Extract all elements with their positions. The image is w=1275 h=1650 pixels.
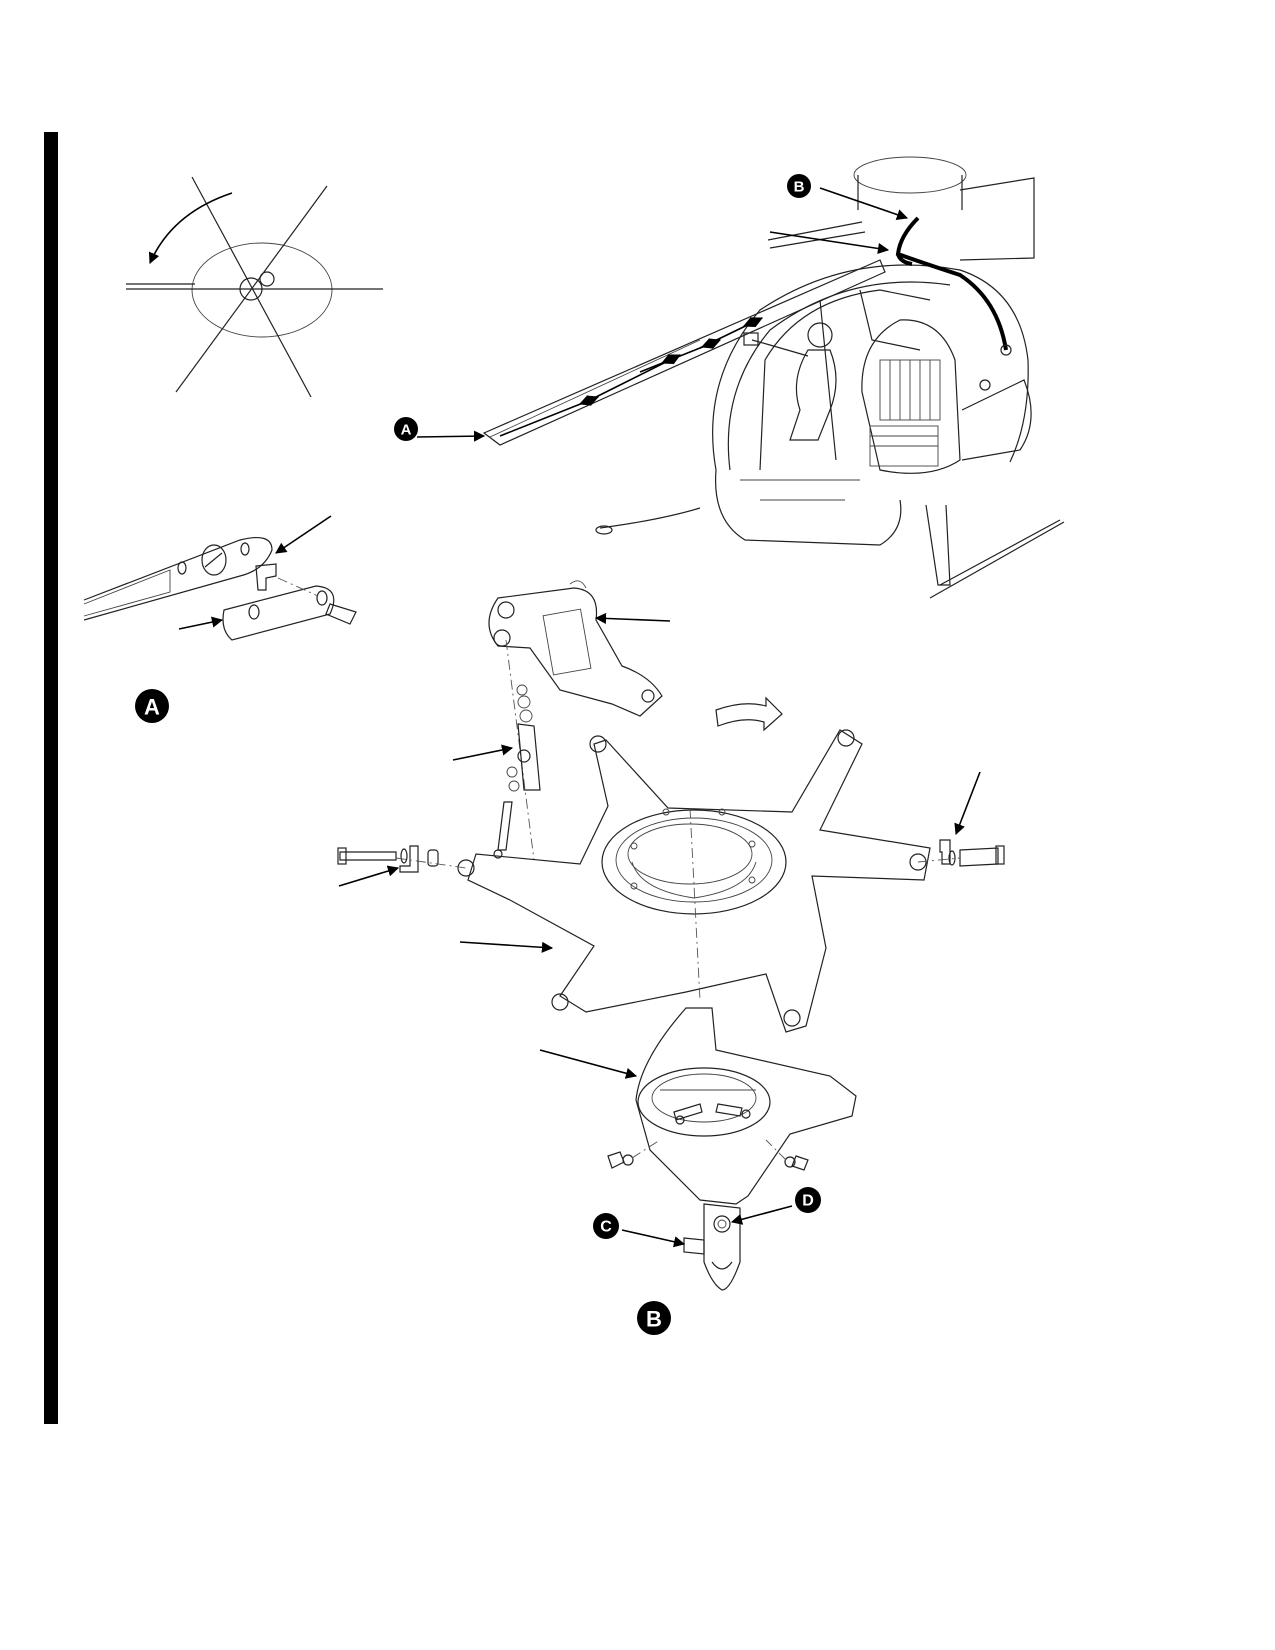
callout-b-main: B <box>787 174 811 198</box>
svg-text:D: D <box>802 1193 814 1210</box>
swashplate-star <box>467 729 931 1033</box>
svg-text:A: A <box>401 422 412 439</box>
svg-text:A: A <box>144 695 160 720</box>
svg-text:B: B <box>794 179 805 196</box>
cyclic-grip <box>743 332 759 346</box>
pilot-body <box>789 349 837 441</box>
blade-tip-detail <box>83 515 357 641</box>
tip-screw <box>325 603 357 625</box>
rotation-arrow <box>715 696 783 732</box>
helicopter-view <box>416 156 1065 599</box>
scissors-bracket <box>488 587 663 717</box>
drive-link <box>517 723 541 791</box>
callout-d: D <box>795 1187 821 1213</box>
callout-b-detail: B <box>637 1301 671 1335</box>
svg-text:B: B <box>646 1307 662 1332</box>
left-tab <box>399 845 419 873</box>
right-tab <box>939 839 951 865</box>
swashplate-housing <box>635 1007 857 1205</box>
callout-c: C <box>593 1213 619 1239</box>
tip-plate <box>222 585 335 641</box>
right-pin <box>959 847 999 867</box>
pilot-head <box>807 322 833 348</box>
push-pull-arrows <box>499 316 764 437</box>
tip-tab <box>255 563 277 591</box>
page-margin-bar <box>44 132 58 1424</box>
callout-a-main: A <box>394 417 418 441</box>
rotation-direction-arrow <box>148 192 233 265</box>
lower-clevis <box>703 1203 741 1291</box>
swashplate-exploded-view <box>337 580 1005 1291</box>
svg-text:C: C <box>600 1219 612 1236</box>
rotor-rotation-diagram <box>126 176 383 398</box>
callout-a-detail: A <box>135 689 169 723</box>
left-pin <box>339 851 397 861</box>
grease-fitting <box>683 1237 705 1255</box>
